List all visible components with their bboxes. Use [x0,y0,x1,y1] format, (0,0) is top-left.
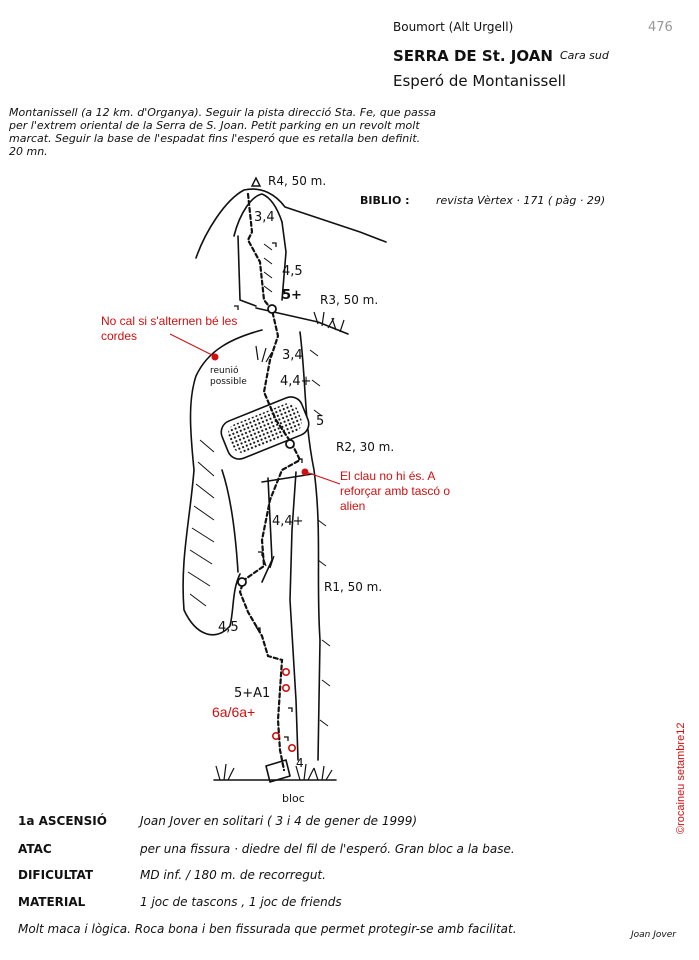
biblio-label: BIBLIO : [360,194,410,207]
info-row-material: MATERIAL 1 joc de tascons , 1 joc de frie… [18,895,342,909]
belay-label-r4: R4, 50 m. [268,174,327,188]
chockstone-block [220,396,310,460]
chimney-left-wall [237,235,257,307]
crag-title: SERRA DE St. JOAN [393,47,553,65]
summit-marker [250,176,262,187]
info-label: ATAC [18,842,52,856]
chimney-right-wall [281,221,287,301]
author-signature: Joan Jover [631,930,676,940]
belay-label-r2: R2, 30 m. [336,440,395,454]
annotation-leaders [169,333,341,485]
summit-ridge [195,188,387,259]
reunio-possible-label: reunió possible [210,366,247,387]
pitch-grade: 3,4 [282,348,303,363]
pitch-grade: 5+A1 [234,686,271,701]
info-value: per una fissura · diedre del fil de l'es… [140,842,515,856]
route-line [238,192,302,772]
annotation-dot-cords [211,353,219,361]
boulder [265,759,291,783]
info-value: 1 joc de tascons , 1 joc de friends [140,895,342,909]
info-row-atac: ATAC per una fissura · diedre del fil de … [18,842,515,856]
pitch-grade: 5+ [282,288,302,303]
cords-annotation: No cal si s'alternen bé les cordes [101,314,238,343]
base-grade: 4 [296,756,304,770]
pitch-grade: 4,5 [282,264,303,279]
belay-r3 [267,304,277,314]
credit-note: ©rocaineu setambre12 [675,722,687,834]
face-subtitle: Cara sud [560,49,609,62]
info-label: MATERIAL [18,895,86,909]
info-label: DIFICULTAT [18,868,94,882]
info-row-dificultat: DIFICULTAT MD inf. / 180 m. de recorregut… [18,868,326,882]
page-number: 476 [648,20,673,35]
info-value: Joan Jover en solitari ( 3 i 4 de gener … [140,814,418,828]
belay-r1 [237,577,247,587]
pitch-grade: 4,4+ [280,374,312,389]
pitons [234,242,303,741]
annotation-dot-clau [301,468,309,476]
grass-tufts [215,311,345,781]
info-label: 1a ASCENSIÓ [18,814,107,828]
red-bolts [271,667,296,752]
approach-description: Montanissell (a 12 km. d'Organya). Segui… [9,106,436,158]
route-title: Esperó de Montanissell [393,72,566,90]
left-spur-inner [221,469,239,573]
biblio-reference: revista Vèrtex · 171 ( pàg · 29) [436,194,606,207]
bloc-label: bloc [282,792,305,805]
pitch-grade: 4,4+ [272,514,304,529]
right-pillar-edge [299,331,321,761]
r2-ledge [261,473,313,483]
r3-ledge [255,307,349,335]
dihedral-right [289,471,299,761]
belay-label-r3: R3, 50 m. [320,293,379,307]
summit-crest [233,193,283,237]
info-value: MD inf. / 180 m. de recorregut. [140,868,326,882]
left-spur-outline [182,329,263,636]
free-grade-annotation: 6a/6a+ [212,704,256,720]
rock-hatching [187,243,331,727]
info-row-ascent: 1a ASCENSIÓ Joan Jover en solitari ( 3 i … [18,814,417,828]
pitch-grade: 3,4 [254,210,275,225]
clau-annotation: El clau no hi és. A reforçar amb tascó o… [340,469,451,513]
belay-r2 [285,439,295,449]
pitch-grade: 5 [316,414,325,429]
pitch-grade: 4,5 [218,620,239,635]
route-comment: Molt maca i lògica. Roca bona i ben fiss… [18,922,517,936]
region-heading: Boumort (Alt Urgell) [393,20,514,34]
belay-label-r1: R1, 50 m. [324,580,383,594]
